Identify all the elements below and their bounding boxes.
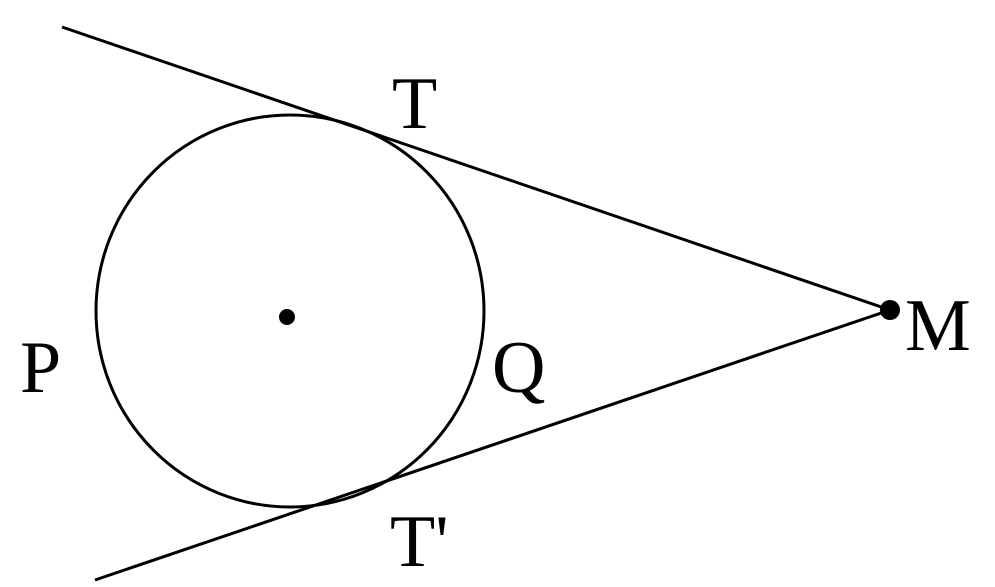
label-m: M	[905, 285, 971, 367]
point-m	[880, 300, 900, 320]
label-q: Q	[492, 327, 545, 409]
label-t: T	[392, 63, 437, 145]
center-point	[279, 309, 295, 325]
label-p: P	[20, 327, 61, 409]
label-t-prime: T'	[390, 501, 449, 583]
circle	[94, 113, 486, 509]
tangent-line-upper	[61, 25, 891, 312]
tangent-line-lower	[94, 308, 891, 582]
